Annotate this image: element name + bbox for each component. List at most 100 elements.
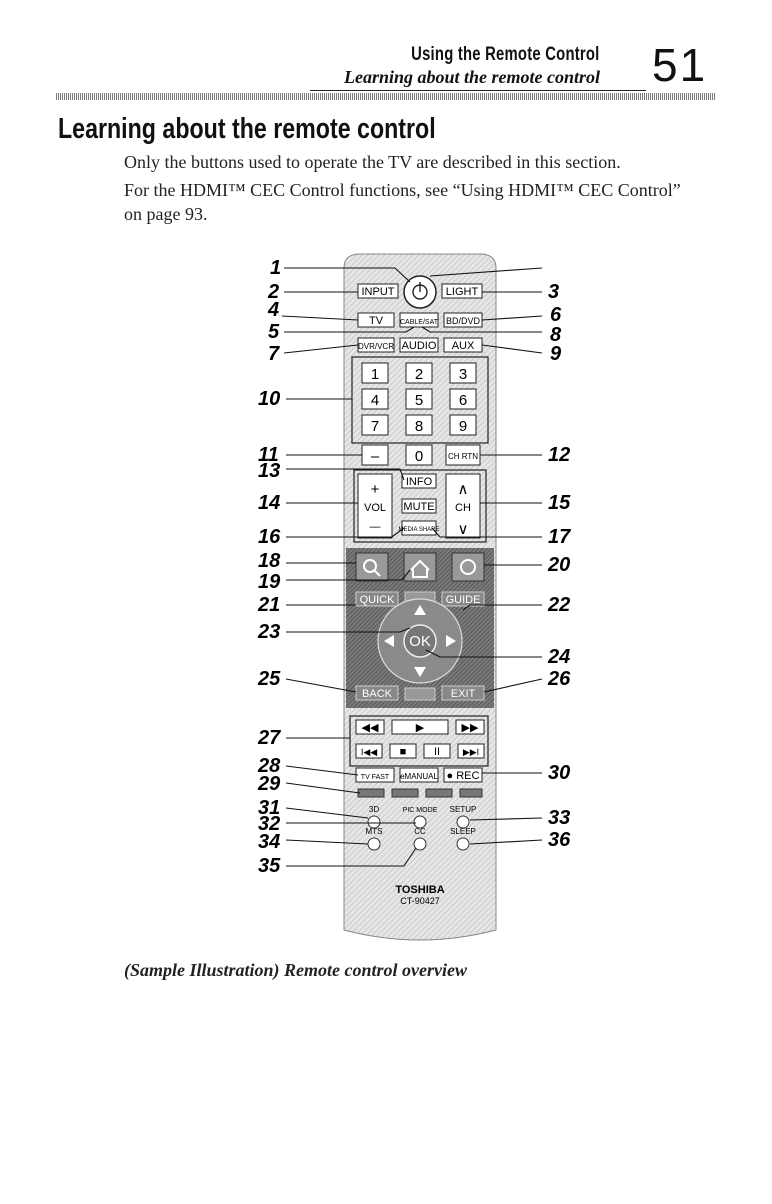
num-3-button[interactable]: 3 — [449, 362, 477, 384]
audio-button[interactable]: AUDIO — [399, 337, 439, 353]
light-button[interactable]: LIGHT — [441, 283, 483, 299]
num-9-button[interactable]: 9 — [449, 414, 477, 436]
svg-text:● REC: ● REC — [447, 770, 480, 782]
svg-text:5: 5 — [415, 392, 423, 409]
svg-text:+: + — [371, 481, 380, 498]
svg-text:14: 14 — [258, 492, 280, 514]
svg-text:17: 17 — [548, 526, 571, 548]
svg-text:32: 32 — [258, 813, 280, 835]
aux-button[interactable]: AUX — [443, 337, 483, 353]
power-button[interactable] — [403, 275, 437, 309]
bd-dvd-button[interactable]: BD/DVD — [443, 312, 483, 328]
svg-text:27: 27 — [257, 727, 281, 749]
svg-text:MEDIA SHARE: MEDIA SHARE — [398, 527, 439, 533]
num-4-button[interactable]: 4 — [361, 388, 389, 410]
back-button[interactable]: BACK — [355, 685, 399, 701]
svg-text:4: 4 — [267, 299, 279, 321]
svg-text:29: 29 — [257, 773, 281, 795]
skip-forward-button[interactable]: ▶▶I — [457, 743, 485, 759]
dvr-vcr-button[interactable]: DVR/VCR — [357, 337, 395, 353]
play-button[interactable]: ▶ — [391, 719, 449, 735]
header-title: Using the Remote Control — [411, 44, 600, 65]
svg-text:3: 3 — [548, 281, 559, 303]
skip-back-button[interactable]: I◀◀ — [355, 743, 383, 759]
num-2-button[interactable]: 2 — [405, 362, 433, 384]
svg-text:EXIT: EXIT — [451, 688, 476, 700]
pic-mode-button[interactable] — [413, 815, 427, 829]
pause-button[interactable]: II — [423, 743, 451, 759]
svg-text:—: — — [370, 521, 381, 533]
svg-text:▶▶I: ▶▶I — [463, 747, 479, 757]
home-button[interactable] — [403, 552, 437, 582]
svg-text:9: 9 — [550, 343, 562, 365]
network-button[interactable] — [451, 552, 485, 582]
ch-rtn-button[interactable]: CH RTN — [445, 444, 481, 466]
svg-text:1: 1 — [270, 257, 281, 279]
svg-text:1: 1 — [371, 366, 379, 383]
input-button[interactable]: INPUT — [357, 283, 399, 299]
sleep-button[interactable] — [456, 837, 470, 851]
fast-forward-button[interactable]: ▶▶ — [455, 719, 485, 735]
cable-sat-button[interactable]: CABLE/SAT — [399, 312, 439, 328]
volume-rocker[interactable]: + VOL — — [357, 473, 393, 539]
tv-fast-button[interactable]: TV FAST — [355, 767, 395, 783]
info-button[interactable]: INFO — [401, 473, 437, 489]
mts-button[interactable] — [367, 837, 381, 851]
num-6-button[interactable]: 6 — [449, 388, 477, 410]
svg-text:II: II — [434, 746, 440, 758]
num-0-button[interactable]: 0 — [405, 444, 433, 466]
channel-rocker[interactable]: ∧ CH ∨ — [445, 473, 481, 539]
svg-text:GUIDE: GUIDE — [446, 594, 481, 606]
svg-text:CH: CH — [455, 502, 471, 514]
svg-text:LIGHT: LIGHT — [446, 286, 479, 298]
svg-text:35: 35 — [258, 855, 281, 877]
media-share-button[interactable]: MEDIA SHARE — [398, 520, 440, 536]
svg-text:3D: 3D — [369, 805, 379, 814]
svg-text:28: 28 — [257, 755, 281, 777]
setup-button[interactable] — [456, 815, 470, 829]
svg-text:34: 34 — [258, 831, 280, 853]
num-5-button[interactable]: 5 — [405, 388, 433, 410]
svg-text:21: 21 — [257, 594, 280, 616]
tv-mode-button[interactable]: TV — [357, 312, 395, 328]
guide-button[interactable]: GUIDE — [441, 591, 485, 607]
3d-button[interactable] — [367, 815, 381, 829]
svg-text:6: 6 — [459, 392, 467, 409]
svg-text:3: 3 — [459, 366, 467, 383]
hdmi-paragraph: For the HDMI™ CEC Control functions, see… — [124, 180, 681, 224]
svg-text:30: 30 — [548, 762, 570, 784]
page-down-button[interactable] — [404, 687, 436, 701]
svg-text:31: 31 — [258, 797, 280, 819]
search-button[interactable] — [355, 552, 389, 582]
cc-button[interactable] — [413, 837, 427, 851]
svg-text:8: 8 — [550, 324, 562, 346]
svg-text:AUDIO: AUDIO — [402, 340, 437, 352]
svg-text:24: 24 — [547, 646, 570, 668]
svg-text:13: 13 — [258, 460, 280, 482]
num-1-button[interactable]: 1 — [361, 362, 389, 384]
callout-numbers: 1 2 3 4 5 6 7 8 9 10 11 12 13 14 15 16 1… — [257, 257, 571, 877]
emanual-button[interactable]: eMANUAL — [399, 767, 439, 783]
section-heading: Learning about the remote control — [58, 113, 436, 145]
intro-paragraph: Only the buttons used to operate the TV … — [124, 152, 621, 172]
dash-button[interactable]: – — [361, 444, 389, 466]
quick-button[interactable]: QUICK — [355, 591, 399, 607]
num-8-button[interactable]: 8 — [405, 414, 433, 436]
rec-button[interactable]: ● REC — [443, 767, 483, 783]
svg-text:16: 16 — [258, 526, 281, 548]
svg-text:–: – — [371, 448, 380, 465]
num-7-button[interactable]: 7 — [361, 414, 389, 436]
svg-text:12: 12 — [548, 444, 570, 466]
svg-text:■: ■ — [400, 746, 407, 758]
exit-button[interactable]: EXIT — [441, 685, 485, 701]
ok-button[interactable]: OK — [403, 624, 437, 658]
mute-button[interactable]: MUTE — [401, 498, 437, 514]
stop-button[interactable]: ■ — [389, 743, 417, 759]
svg-text:25: 25 — [257, 668, 281, 690]
model-number: CT-90427 — [400, 896, 440, 906]
header-rule-pattern — [56, 93, 716, 100]
rewind-button[interactable]: ◀◀ — [355, 719, 385, 735]
svg-text:MTS: MTS — [366, 827, 383, 836]
svg-text:AUX: AUX — [452, 340, 475, 352]
svg-text:33: 33 — [548, 807, 570, 829]
